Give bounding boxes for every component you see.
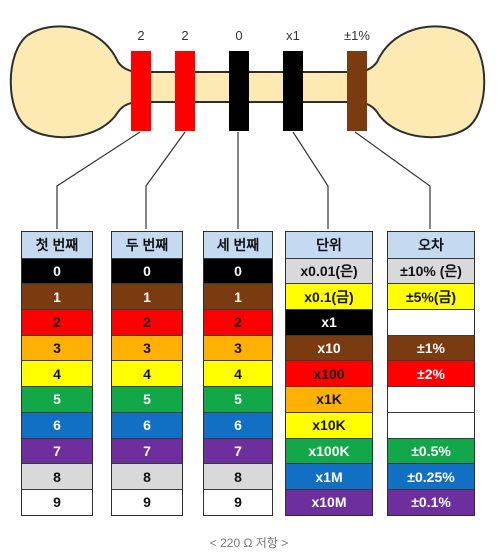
band-value-label-4: x1 [286, 28, 300, 43]
second-digit-cell: 0 [112, 257, 182, 284]
second-digit-cell: 1 [112, 283, 182, 310]
multiplier-cell: x1 [286, 309, 372, 335]
third-digit-header: 세 번째 [204, 232, 272, 258]
first-digit-header: 첫 번째 [22, 232, 92, 258]
third-digit-cell: 2 [204, 309, 272, 335]
second-digit-cell: 9 [112, 488, 182, 515]
band-value-label-3: 0 [235, 28, 242, 43]
multiplier-cell: x0.1(금) [286, 283, 372, 310]
tolerance-cell: ±1% [388, 334, 474, 361]
leader-line-4 [292, 131, 329, 229]
first-digit-cell: 5 [22, 386, 92, 412]
band-value-label-5: ±1% [344, 28, 370, 43]
third-digit-cell: 4 [204, 360, 272, 387]
tolerance-cell: ±2% [388, 360, 474, 387]
third-digit-cell: 8 [204, 463, 272, 489]
third-digit-cell: 9 [204, 488, 272, 515]
multiplier-cell: x10K [286, 411, 372, 438]
second-digit-cell: 5 [112, 386, 182, 412]
band-2 [175, 51, 195, 131]
third-digit-cell: 1 [204, 283, 272, 310]
leader-line-1 [56, 131, 141, 229]
band-1 [131, 51, 151, 131]
tolerance-cell: ±0.1% [388, 488, 474, 515]
first-digit-cell: 4 [22, 360, 92, 387]
first-digit-cell: 2 [22, 309, 92, 335]
third-digit-cell: 3 [204, 334, 272, 361]
multiplier-cell: x1K [286, 386, 372, 412]
caption: < 220 Ω 저항 > [209, 536, 289, 550]
leader-line-2 [145, 131, 186, 229]
third-digit-cell: 5 [204, 386, 272, 412]
second-digit-cell: 8 [112, 463, 182, 489]
first-digit-cell: 0 [22, 257, 92, 284]
multiplier-cell: x1M [286, 463, 372, 489]
third-digit-cell: 7 [204, 437, 272, 464]
tolerance-cell [388, 411, 474, 438]
third-digit-cell: 0 [204, 257, 272, 284]
band-5 [347, 51, 367, 131]
tolerance-cell [388, 386, 474, 412]
tolerance-cell: ±10% (은) [388, 257, 474, 284]
first-digit-cell: 8 [22, 463, 92, 489]
tolerance-table: 오차±10% (은)±5%(금) ±1%±2% ±0.5%±0.25%±0.1% [387, 231, 475, 516]
second-digit-cell: 3 [112, 334, 182, 361]
second-digit-header: 두 번째 [112, 232, 182, 258]
multiplier-cell: x100K [286, 437, 372, 464]
leader-line-5 [354, 131, 431, 229]
first-digit-cell: 9 [22, 488, 92, 515]
multiplier-cell: x10 [286, 334, 372, 361]
tolerance-cell [388, 309, 474, 335]
first-digit-cell: 6 [22, 411, 92, 438]
resistor-diagram: 2 2 0 x1 ±1% [9, 25, 486, 229]
band-value-label-2: 2 [181, 28, 188, 43]
multiplier-cell: x10M [286, 488, 372, 515]
multiplier-cell: x100 [286, 360, 372, 387]
second-digit-cell: 4 [112, 360, 182, 387]
tolerance-cell: ±0.25% [388, 463, 474, 489]
multiplier-cell: x0.01(은) [286, 257, 372, 284]
second-digit-cell: 2 [112, 309, 182, 335]
band-value-label-1: 2 [137, 28, 144, 43]
first-digit-cell: 7 [22, 437, 92, 464]
tolerance-header: 오차 [388, 232, 474, 258]
second-digit-cell: 6 [112, 411, 182, 438]
band-4 [283, 51, 303, 131]
band-3 [229, 51, 249, 131]
tolerance-cell: ±0.5% [388, 437, 474, 464]
first-digit-cell: 1 [22, 283, 92, 310]
tolerance-cell: ±5%(금) [388, 283, 474, 310]
second-digit-cell: 7 [112, 437, 182, 464]
third-digit-cell: 6 [204, 411, 272, 438]
multiplier-header: 단위 [286, 232, 372, 258]
first-digit-cell: 3 [22, 334, 92, 361]
